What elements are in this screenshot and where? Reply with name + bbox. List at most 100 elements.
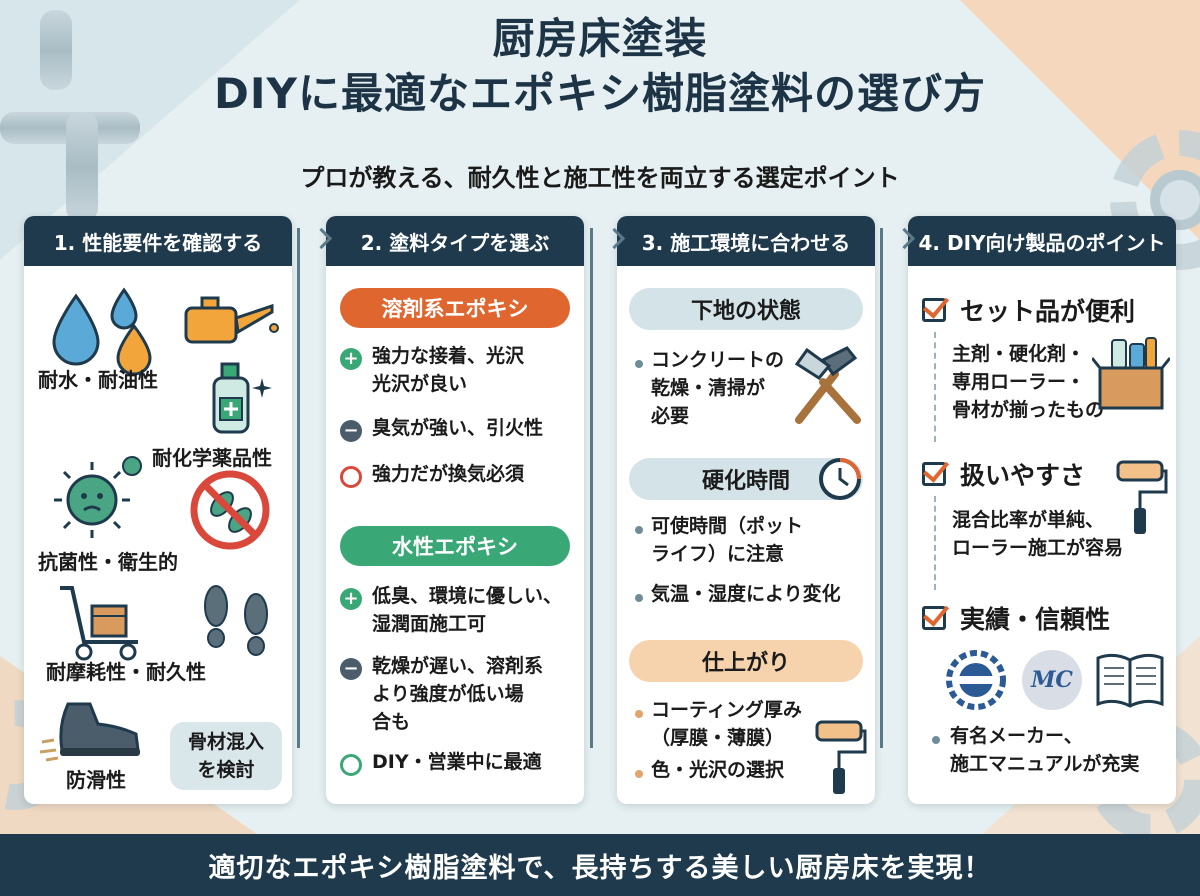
flow-line [590, 228, 593, 748]
hand-truck-icon [60, 586, 138, 661]
aggregate-note-line: 骨材混入 [187, 731, 264, 753]
finish-text1: コーティング厚み （厚膜・薄膜） [651, 696, 802, 752]
footer-banner: 適切なエポキシ樹脂塗料で、長持ちする美しい厨房床を実現！ [0, 834, 1200, 896]
trust-text: 有名メーカー、 施工マニュアルが充実 [950, 722, 1139, 778]
checkbox-icon [922, 462, 946, 486]
solvent-pro-line: 光沢が良い [372, 373, 468, 395]
minus-icon: − [340, 658, 362, 680]
water-con-line: より強度が低い場 [372, 683, 524, 705]
water-pro-line: 湿潤面施工可 [372, 613, 487, 635]
germ-icon [54, 456, 142, 538]
cure-text1: 可使時間（ポット ライフ）に注意 [651, 512, 803, 568]
flow-arrow [880, 228, 908, 254]
bullet-dot [635, 710, 643, 718]
footprints-icon [204, 585, 268, 656]
card-paint-type: 2. 塗料タイプを選ぶ 溶剤系エポキシ + 強力な接着、光沢 光沢が良い − 臭… [326, 216, 584, 804]
minus-icon: − [340, 420, 362, 442]
cure-text2: 気温・湿度により変化 [651, 583, 841, 605]
hammer-trowel-icon [794, 346, 861, 424]
page-title-line1: 厨房床塗装 [492, 14, 708, 63]
check-circle-icon [340, 754, 362, 776]
ease-text: 混合比率が単純、 ローラー施工が容易 [952, 506, 1123, 562]
card-environment: 3. 施工環境に合わせる 下地の状態 コンクリートの 乾燥・清掃が 必要 硬化時… [617, 216, 875, 804]
solvent-pro-text: 強力な接着、光沢 光沢が良い [372, 342, 524, 398]
caution-circle-icon [340, 466, 362, 488]
label-antibacterial: 抗菌性・衛生的 [38, 550, 178, 574]
clock-icon [819, 458, 861, 500]
logo-mc-text: MC [1031, 667, 1073, 693]
bullet-dot [635, 526, 643, 534]
title-block: 厨房床塗装 DIYに最適なエポキシ樹脂塗料の選び方 [0, 12, 1200, 122]
water-epoxy-tag: 水性エポキシ [340, 526, 570, 566]
dashed-guide [934, 496, 936, 590]
water-drop-icon [52, 287, 152, 376]
pipe-decoration [66, 112, 98, 222]
bullet-dot [635, 594, 643, 602]
ease-title: 扱いやすさ [960, 461, 1086, 490]
flow-arrow [297, 228, 325, 254]
card-heading: 4. DIY向け製品のポイント [908, 216, 1176, 266]
substrate-line: 必要 [651, 405, 690, 427]
solvent-note-text: 強力だが換気必須 [372, 463, 525, 485]
label-slip: 防滑性 [66, 768, 126, 792]
checkbox-icon [922, 298, 946, 322]
label-chemical: 耐化学薬品性 [152, 446, 272, 470]
card-performance: 1. 性能要件を確認する 耐水・耐油性 耐化学薬品性 [24, 216, 292, 804]
flow-line [297, 228, 300, 748]
manufacturer-logo-gear [946, 650, 1006, 710]
kit-box-icon [1092, 337, 1170, 410]
finish-line: （厚膜・薄膜） [651, 727, 785, 749]
water-con-line: 合も [372, 711, 411, 733]
ease-line: 混合比率が単純、 [952, 509, 1105, 531]
manufacturer-logo-mc: MC [1022, 650, 1082, 710]
finish-line: コーティング厚み [651, 699, 802, 721]
solvent-epoxy-tag: 溶剤系エポキシ [340, 288, 570, 328]
water-con-line: 乾燥が遅い、溶剤系 [372, 655, 544, 677]
card-heading: 1. 性能要件を確認する [24, 216, 292, 266]
trust-title: 実績・信頼性 [960, 605, 1111, 634]
substrate-line: コンクリートの [651, 349, 785, 371]
oil-can-icon [184, 296, 279, 344]
set-product-text: 主剤・硬化剤・ 専用ローラー・ 骨材が揃ったもの [952, 340, 1104, 424]
pipe-decoration [40, 10, 72, 90]
solvent-con-text: 臭気が強い、引火性 [372, 417, 544, 439]
plus-icon: + [340, 348, 362, 370]
shoe-icon [39, 702, 140, 762]
card-heading: 2. 塗料タイプを選ぶ [326, 216, 584, 266]
set-product-title: セット品が便利 [960, 297, 1136, 326]
section-finish: 仕上がり [629, 640, 863, 682]
substrate-line: 乾燥・清掃が [651, 377, 766, 399]
paint-roller-icon [1116, 460, 1168, 534]
dashed-guide [934, 332, 936, 442]
card-diy-product: 4. DIY向け製品のポイント セット品が便利 主剤・硬化剤・ 専用ローラー・ … [908, 216, 1176, 804]
section-substrate: 下地の状態 [629, 288, 863, 330]
water-pro-text: 低臭、環境に優しい、 湿潤面施工可 [372, 582, 562, 638]
set-line: 専用ローラー・ [952, 371, 1086, 393]
checkbox-icon [922, 606, 946, 630]
ease-line: ローラー施工が容易 [952, 537, 1124, 559]
paint-roller-icon [815, 720, 867, 794]
flow-arrow [590, 228, 618, 254]
water-pro-line: 低臭、環境に優しい、 [372, 585, 563, 607]
bullet-dot [635, 360, 643, 368]
card-heading: 3. 施工環境に合わせる [617, 216, 875, 266]
water-note-text: DIY・営業中に最適 [372, 751, 542, 773]
label-abrasion: 耐摩耗性・耐久性 [46, 660, 206, 684]
aggregate-note-bubble: 骨材混入 を検討 [170, 722, 282, 790]
cure-line: ライフ）に注意 [651, 543, 785, 565]
page-title-line2: DIYに最適なエポキシ樹脂塗料の選び方 [214, 69, 986, 118]
finish-text2: 色・光沢の選択 [651, 759, 785, 781]
cure-line: 可使時間（ポット [651, 515, 804, 537]
plus-icon: + [340, 588, 362, 610]
trust-line: 有名メーカー、 [950, 725, 1083, 747]
set-line: 骨材が揃ったもの [952, 399, 1105, 421]
substrate-text: コンクリートの 乾燥・清掃が 必要 [651, 346, 784, 430]
solvent-pro-line: 強力な接着、光沢 [372, 345, 525, 367]
chemical-bottle-icon [212, 362, 272, 434]
aggregate-note-line: を検討 [197, 759, 255, 781]
water-con-text: 乾燥が遅い、溶剤系 より強度が低い場 合も [372, 652, 543, 736]
bullet-dot [932, 736, 940, 744]
page-subtitle: プロが教える、耐久性と施工性を両立する選定ポイント [300, 164, 900, 192]
bullet-dot [635, 770, 643, 778]
manual-book-icon [1096, 653, 1164, 708]
